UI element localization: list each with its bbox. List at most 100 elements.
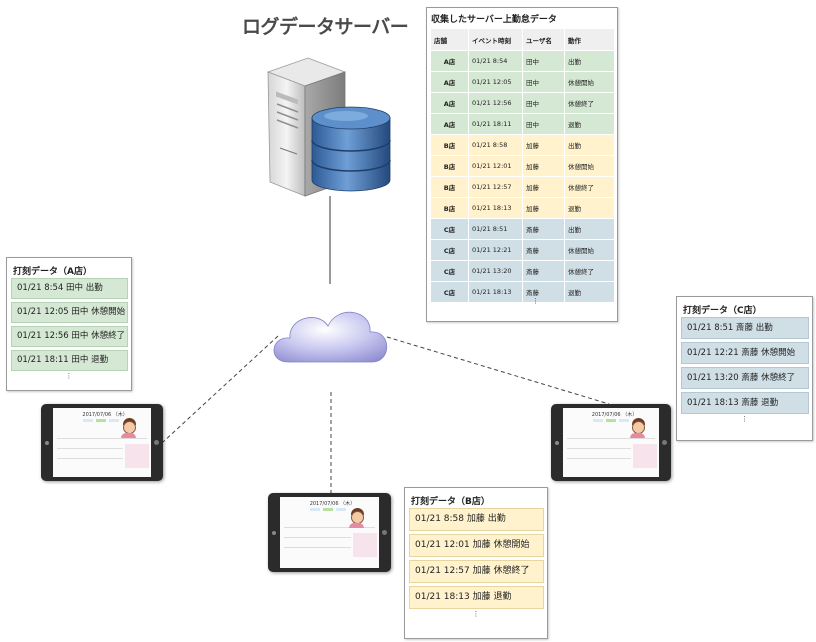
tablet-camera <box>272 530 276 535</box>
more-rows-indicator: ⋮ <box>741 415 748 423</box>
table-cell-user: 斎藤 <box>522 281 565 303</box>
punch-card-title: 打刻データ（A店） <box>13 267 92 277</box>
table-header-row: 店舗 イベント時刻 ユーザ名 動作 <box>430 28 615 51</box>
tablet-icon: 2017/07/06 （木） <box>268 493 391 572</box>
table-cell-user: 加藤 <box>522 176 565 198</box>
tablet-home-button <box>154 439 159 445</box>
table-cell-store: C店 <box>430 218 469 240</box>
column-header: 店舗 <box>430 28 469 51</box>
punch-record: 01/21 18:11 田中 退勤 <box>11 350 128 371</box>
table-cell-action: 出勤 <box>564 218 615 240</box>
punch-card-title: 打刻データ（C店） <box>683 306 762 316</box>
table-cell-action: 出勤 <box>564 50 615 72</box>
table-cell-action: 退勤 <box>564 197 615 219</box>
table-cell-user: 斎藤 <box>522 218 565 240</box>
tablet-screen-date: 2017/07/06 （木） <box>309 501 356 507</box>
table-cell-action: 退勤 <box>564 113 615 135</box>
tablet-home-button <box>662 439 667 445</box>
tablet-screen-date: 2017/07/06 （木） <box>591 412 638 418</box>
punch-record: 01/21 12:56 田中 休憩終了 <box>11 326 128 347</box>
table-cell-store: B店 <box>430 197 469 219</box>
table-cell-time: 01/21 12:56 <box>468 92 523 114</box>
table-cell-time: 01/21 8:58 <box>468 134 523 156</box>
table-cell-time: 01/21 18:13 <box>468 197 523 219</box>
table-cell-action: 休憩開始 <box>564 155 615 177</box>
table-cell-store: B店 <box>430 176 469 198</box>
tablet-icon: 2017/07/06 （木） <box>551 404 671 481</box>
tablet-camera <box>555 440 559 445</box>
punch-record: 01/21 18:13 加藤 退勤 <box>409 586 544 609</box>
punch-record: 01/21 8:58 加藤 出勤 <box>409 508 544 531</box>
punch-record: 01/21 8:54 田中 出勤 <box>11 278 128 299</box>
tablet-camera <box>45 440 49 445</box>
table-cell-store: B店 <box>430 134 469 156</box>
table-cell-time: 01/21 18:13 <box>468 281 523 303</box>
table-cell-store: A店 <box>430 50 469 72</box>
table-cell-user: 斎藤 <box>522 260 565 282</box>
table-cell-time: 01/21 18:11 <box>468 113 523 135</box>
table-cell-store: C店 <box>430 239 469 261</box>
tablet-icon: 2017/07/06 （木） <box>41 404 163 481</box>
punch-card-store-a: 打刻データ（A店） 01/21 8:54 田中 出勤 01/21 12:05 田… <box>6 257 132 391</box>
more-rows-indicator: ⋮ <box>65 372 73 380</box>
tablet-screen: 2017/07/06 （木） <box>53 408 151 477</box>
table-cell-time: 01/21 12:05 <box>468 71 523 93</box>
table-cell-action: 休憩開始 <box>564 71 615 93</box>
table-cell-user: 斎藤 <box>522 239 565 261</box>
table-cell-time: 01/21 8:54 <box>468 50 523 72</box>
column-header: 動作 <box>564 28 615 51</box>
table-cell-store: B店 <box>430 155 469 177</box>
column-header: ユーザ名 <box>522 28 565 51</box>
table-cell-action: 出勤 <box>564 134 615 156</box>
more-rows-indicator: ⋮ <box>532 297 539 305</box>
table-cell-action: 休憩終了 <box>564 92 615 114</box>
punch-record: 01/21 12:05 田中 休憩開始 <box>11 302 128 323</box>
cloud-icon <box>273 311 388 363</box>
punch-record: 01/21 18:13 斎藤 退勤 <box>681 392 809 414</box>
column-header: イベント時刻 <box>468 28 523 51</box>
page-title: ログデータサーバー <box>242 16 409 38</box>
table-cell-time: 01/21 12:01 <box>468 155 523 177</box>
table-cell-action: 休憩終了 <box>564 176 615 198</box>
table-cell-user: 加藤 <box>522 134 565 156</box>
tablet-screen: 2017/07/06 （木） <box>563 408 659 477</box>
table-cell-time: 01/21 12:57 <box>468 176 523 198</box>
punch-record: 01/21 8:51 斎藤 出勤 <box>681 317 809 339</box>
cloud-tablet-c-link <box>386 336 610 405</box>
table-cell-action: 休憩終了 <box>564 260 615 282</box>
punch-record: 01/21 13:20 斎藤 休憩終了 <box>681 367 809 389</box>
table-cell-time: 01/21 12:21 <box>468 239 523 261</box>
punch-record: 01/21 12:01 加藤 休憩開始 <box>409 534 544 557</box>
table-cell-user: 加藤 <box>522 155 565 177</box>
tablet-screen-date: 2017/07/06 （木） <box>82 412 128 418</box>
table-cell-user: 田中 <box>522 92 565 114</box>
database-icon <box>311 106 391 192</box>
cloud-tablet-a-link <box>162 335 279 443</box>
table-cell-time: 01/21 8:51 <box>468 218 523 240</box>
table-cell-user: 田中 <box>522 71 565 93</box>
punch-card-title: 打刻データ（B店） <box>411 497 490 507</box>
table-cell-action: 休憩開始 <box>564 239 615 261</box>
table-cell-user: 田中 <box>522 113 565 135</box>
more-rows-indicator: ⋮ <box>472 610 480 618</box>
punch-card-store-b: 打刻データ（B店） 01/21 8:58 加藤 出勤 01/21 12:01 加… <box>404 487 548 639</box>
table-cell-time: 01/21 13:20 <box>468 260 523 282</box>
punch-card-store-c: 打刻データ（C店） 01/21 8:51 斎藤 出勤 01/21 12:21 斎… <box>676 296 813 441</box>
table-cell-store: A店 <box>430 92 469 114</box>
table-cell-store: C店 <box>430 281 469 303</box>
table-cell-user: 加藤 <box>522 197 565 219</box>
